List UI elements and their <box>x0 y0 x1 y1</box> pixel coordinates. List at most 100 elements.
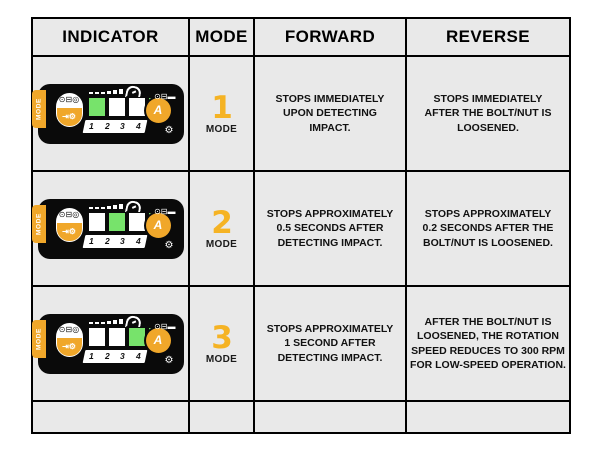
description-line: LOOSENED. <box>457 121 519 134</box>
description-line: STOPS APPROXIMATELY <box>424 208 552 221</box>
assist-mode-icon: ⊙⊟◎ ⇥⚙ <box>55 207 83 242</box>
mode-segment-1 <box>87 326 106 347</box>
auto-stop-label: A <box>153 103 163 117</box>
forward-description-cell <box>253 400 407 434</box>
description-line: STOPS IMMEDIATELY <box>275 93 385 106</box>
auto-stop-label: A <box>153 333 163 347</box>
power-scale-ticks <box>88 88 123 94</box>
mode-segment-1 <box>87 96 106 117</box>
panel-mode-tab[interactable]: MODE <box>31 204 46 243</box>
assist-mode-icon: ⊙⊟◎⇥⚙ <box>55 322 83 357</box>
reverse-description-cell <box>405 400 571 434</box>
column-header-forward: FORWARD <box>253 17 407 57</box>
description-line: STOPS APPROXIMATELY <box>266 323 394 336</box>
mode-number: 2 <box>211 204 233 241</box>
mode-number-caption: MODE <box>205 123 238 135</box>
panel-mode-tab[interactable]: MODE <box>31 89 46 128</box>
mode-segment-1 <box>87 211 106 232</box>
mode-number: 1 <box>211 89 233 126</box>
description-line: FOR LOW-SPEED OPERATION. <box>410 358 566 371</box>
bolt-tighten-icon: ⊙⊟◎ <box>58 210 80 219</box>
description-line: STOPS APPROXIMATELY <box>266 208 394 221</box>
mode-segment-3 <box>127 96 146 117</box>
segment-number-label: 3 <box>119 235 125 246</box>
description-line: SPEED REDUCES TO 300 RPM <box>411 344 565 357</box>
description-line: AFTER THE BOLT/NUT IS <box>424 107 552 120</box>
description-line: BOLT/NUT IS LOOSENED. <box>423 236 553 249</box>
auto-stop-icon: A <box>145 97 171 123</box>
segment-number-label: 2 <box>104 235 110 246</box>
panel-mode-tab-label: MODE <box>35 327 42 350</box>
battery-icon: ⊙⊟▬ <box>154 91 176 101</box>
description-line: DETECTING IMPACT. <box>277 236 383 249</box>
description-line: IMPACT. <box>309 121 351 134</box>
column-header-reverse: REVERSE <box>405 17 571 57</box>
panel-mode-tab-label: MODE <box>35 212 42 235</box>
led-light-icon: ⚙ <box>164 239 174 251</box>
mode-segment-2 <box>107 211 126 232</box>
indicator-cell <box>31 400 190 434</box>
segment-number-label: 4 <box>135 350 141 361</box>
header-row: INDICATOR MODE FORWARD REVERSE <box>31 17 571 57</box>
segment-number-label: 3 <box>119 120 125 131</box>
auto-stop-icon: A <box>145 212 171 238</box>
battery-icon: ⊙⊟▬ <box>154 206 176 216</box>
mode-number: 3 <box>211 319 233 356</box>
column-header-mode: MODE <box>188 17 255 57</box>
segment-number-label: 1 <box>88 350 94 361</box>
auto-stop-label: A <box>153 218 163 232</box>
segment-number-label: 3 <box>119 350 125 361</box>
mode-spec-table: INDICATOR MODE FORWARD REVERSE MODE ⊙⊟◎ ⇥⚙… <box>31 17 571 434</box>
mode-number-cell <box>188 400 255 434</box>
description-line: UPON DETECTING <box>283 107 377 120</box>
bolt-tighten-icon: ⊙⊟◎ <box>58 325 80 334</box>
bolt-tighten-icon: ⊙⊟◎ <box>58 95 80 104</box>
led-light-icon: ⚙ <box>164 354 174 366</box>
assist-mode-icon: ⊙⊟◎⇥⚙ <box>55 92 83 127</box>
power-scale-ticks <box>88 203 123 209</box>
panel-mode-tab[interactable]: MODE <box>31 319 46 358</box>
power-scale-ticks <box>88 318 123 324</box>
description-line: 0.5 SECONDS AFTER <box>276 222 384 235</box>
table-header: INDICATOR MODE FORWARD REVERSE <box>31 17 571 57</box>
segment-number-label: 1 <box>88 235 94 246</box>
segment-number-label: 2 <box>104 350 110 361</box>
description-line: LOOSENED, THE ROTATION <box>417 330 559 343</box>
description-line: 1 SECOND AFTER <box>284 337 376 350</box>
mode-number-caption: MODE <box>205 353 238 365</box>
mode-number-caption: MODE <box>205 238 238 250</box>
panel-mode-tab-label: MODE <box>35 97 42 120</box>
segment-number-label: 1 <box>88 120 94 131</box>
description-line: DETECTING IMPACT. <box>277 351 383 364</box>
auto-stop-icon: A <box>145 327 171 353</box>
drill-driver-icon: ⇥⚙ <box>56 222 82 241</box>
table-row-partial <box>31 400 571 434</box>
led-light-icon: ⚙ <box>164 124 174 136</box>
battery-icon: ⊙⊟▬ <box>154 321 176 331</box>
segment-number-label: 2 <box>104 120 110 131</box>
description-line: STOPS IMMEDIATELY <box>433 93 543 106</box>
